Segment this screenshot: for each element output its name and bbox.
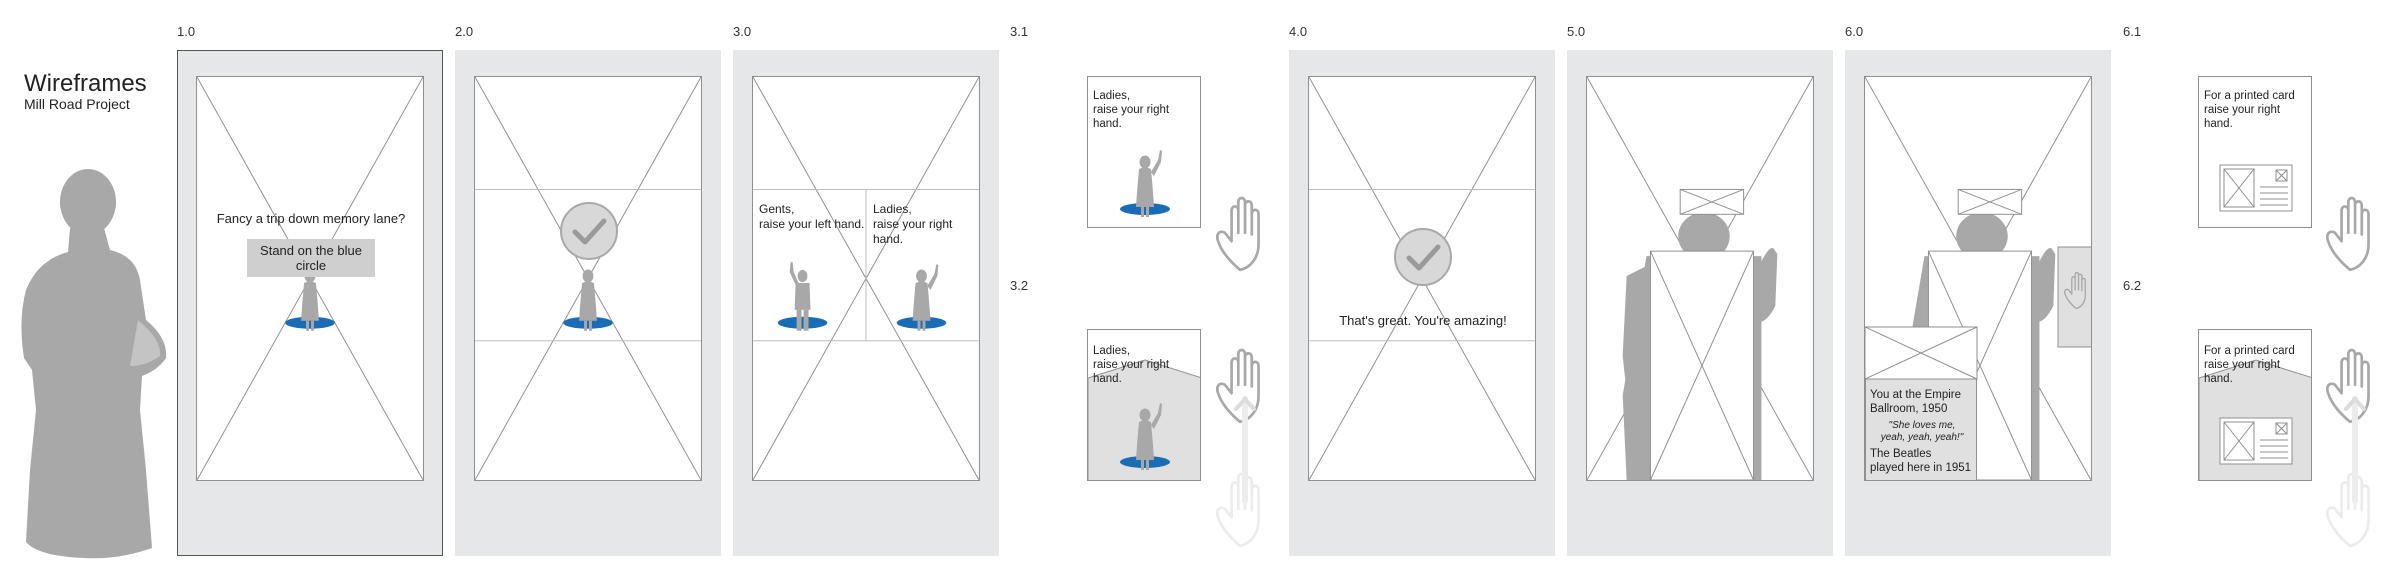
history-fact: The Beatles played here in 1951 — [1870, 448, 1972, 474]
step-label: 3.2 — [1010, 278, 1029, 293]
stand-on-circle-button[interactable]: Stand on the blue circle — [247, 239, 375, 277]
side-hand-tab[interactable] — [2057, 246, 2092, 348]
screen-frame — [474, 76, 702, 481]
checkmark-icon — [1394, 228, 1452, 286]
step-label: 6.2 — [2123, 278, 2142, 293]
screen-frame — [1586, 76, 1814, 481]
wireframe-panel-1[interactable]: Fancy a trip down memory lane? Stand on … — [177, 50, 443, 556]
checkmark-icon — [560, 202, 618, 260]
wireframe-panel-5[interactable] — [1567, 50, 1833, 556]
step-label: 3.0 — [733, 24, 752, 39]
screen-frame: You at the Empire Ballroom, 1950 "She lo… — [1864, 76, 2092, 481]
step-label: 2.0 — [455, 24, 474, 39]
hand-icon — [1216, 196, 1260, 272]
song-quote: "She loves me, yeah, yeah, yeah!" — [1880, 420, 1964, 443]
ladies-instruction: Ladies, raise your right hand. — [873, 202, 953, 246]
memory-info-card[interactable]: You at the Empire Ballroom, 1950 "She lo… — [1865, 326, 1978, 480]
card-3-2[interactable]: Ladies, raise your right hand. — [1087, 329, 1201, 481]
step-label: 3.1 — [1010, 24, 1029, 39]
hand-icon-faded — [1216, 472, 1260, 548]
screen-frame: That's great. You're amazing! — [1308, 76, 1536, 481]
step-label: 4.0 — [1289, 24, 1308, 39]
screen-frame: Fancy a trip down memory lane? Stand on … — [196, 76, 424, 481]
hand-icon-faded — [2326, 472, 2370, 548]
card-instruction: For a printed card raise your right hand… — [2204, 90, 2295, 130]
prompt-text: Fancy a trip down memory lane? — [216, 211, 406, 226]
wireframe-panel-2[interactable] — [455, 50, 721, 556]
gents-instruction: Gents, raise your left hand. — [759, 202, 865, 231]
woman-silhouette-large — [21, 169, 167, 559]
card-6-2[interactable]: For a printed card raise your right hand… — [2198, 329, 2312, 481]
step-label: 1.0 — [177, 24, 196, 39]
hand-icon — [2326, 196, 2370, 272]
step-label: 5.0 — [1567, 24, 1586, 39]
step-label: 6.1 — [2123, 24, 2142, 39]
card-3-1[interactable]: Ladies, raise your right hand. — [1087, 76, 1201, 228]
card-instruction: Ladies, raise your right hand. — [1093, 345, 1170, 385]
page-subtitle: Mill Road Project — [24, 96, 130, 112]
wireframe-panel-3[interactable]: Gents, raise your left hand. Ladies, rai… — [733, 50, 999, 556]
wireframe-panel-4[interactable]: That's great. You're amazing! — [1289, 50, 1555, 556]
card-instruction: For a printed card raise your right hand… — [2204, 345, 2295, 385]
step-label: 6.0 — [1845, 24, 1864, 39]
confirmation-message: That's great. You're amazing! — [1339, 313, 1507, 328]
screen-frame: Gents, raise your left hand. Ladies, rai… — [752, 76, 980, 481]
card-6-1[interactable]: For a printed card raise your right hand… — [2198, 76, 2312, 228]
card-instruction: Ladies, raise your right hand. — [1093, 90, 1170, 130]
photo-caption: You at the Empire Ballroom, 1950 — [1870, 389, 1961, 415]
wireframe-panel-6[interactable]: You at the Empire Ballroom, 1950 "She lo… — [1845, 50, 2111, 556]
page-title: Wireframes — [24, 70, 147, 97]
